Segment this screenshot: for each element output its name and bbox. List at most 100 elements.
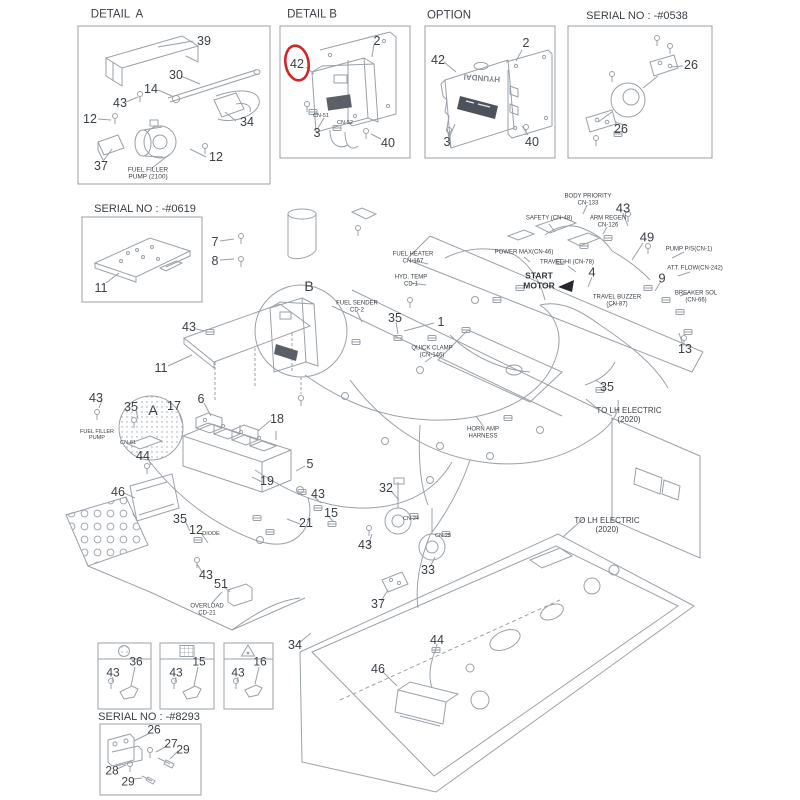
callout-12: 12: [209, 150, 223, 164]
main-diagram-art: [65, 204, 704, 793]
callout-26: 26: [684, 58, 698, 72]
label-cn-51: CN-51: [313, 112, 329, 119]
callout-13: 13: [678, 342, 692, 356]
start-motor-arrow-icon: [558, 280, 574, 292]
callout-4: 4: [588, 264, 596, 280]
callout-19: 19: [260, 474, 274, 488]
callout-35: 35: [173, 512, 187, 526]
callout-43: 43: [615, 200, 631, 216]
callout-7: 7: [211, 235, 219, 249]
callout-43: 43: [113, 96, 127, 110]
callout-43: 43: [106, 665, 120, 680]
warning-triangle-icon: [240, 644, 256, 657]
label-fuel-sender: FUEL SENDER CD-2: [336, 300, 378, 313]
title-serial-0538: SERIAL NO : -#0538: [586, 9, 688, 22]
section-boxes: [77, 25, 713, 796]
callout-27: 27: [164, 736, 178, 751]
label-cn-52: CN-52: [337, 119, 353, 126]
callout-43: 43: [311, 487, 325, 501]
callout-15: 15: [324, 506, 338, 520]
title-serial-8293: SERIAL NO : -#8293: [98, 710, 200, 723]
label-safety: SAFETY (CN-48): [525, 215, 573, 222]
title-detail-a: DETAIL A: [90, 8, 144, 21]
label-travel-buzzer: TRAVEL BUZZER (CN-87): [592, 294, 642, 307]
callout-28: 28: [105, 763, 119, 778]
callout-46: 46: [371, 662, 385, 676]
callout-37: 37: [94, 159, 108, 173]
callout-12: 12: [83, 112, 97, 126]
callout-1: 1: [437, 315, 445, 329]
callout-40: 40: [381, 136, 395, 150]
callout-35: 35: [600, 380, 614, 394]
callout-43: 43: [358, 538, 372, 552]
label-horn-amp-harness: HORN AMP HARNESS: [466, 426, 500, 439]
label-overload: OVERLOAD CD-21: [190, 603, 224, 616]
callout-29: 29: [176, 742, 190, 757]
label-diode: DIODE: [202, 530, 220, 537]
hatch-circle-icon: [118, 645, 130, 657]
callout-46: 46: [111, 485, 125, 499]
label-fuel-heater: FUEL HEATER CN-167: [392, 251, 434, 264]
callout-26: 26: [147, 722, 161, 737]
callout-26: 26: [614, 122, 628, 136]
label-cn-24: CN-24: [403, 515, 419, 522]
callout-44: 44: [136, 449, 150, 463]
label-hyundai-logo: HYUNDAI: [463, 72, 501, 84]
callout-6: 6: [197, 392, 205, 406]
callout-18: 18: [270, 412, 284, 426]
label-cn-61: CN-61: [120, 439, 136, 446]
label-hyd-temp: HYD. TEMP CD-1: [394, 274, 428, 287]
callout-letter-b: B: [304, 278, 314, 295]
red-highlight-circle: [283, 44, 311, 82]
callout-43: 43: [89, 391, 103, 405]
callout-14: 14: [144, 82, 158, 96]
label-body-priority: BODY PRIORITY CN-133: [564, 193, 612, 206]
callout-39: 39: [197, 34, 211, 48]
label-fuel-filler-pump-2100: FUEL FILLER PUMP (2100): [127, 166, 169, 181]
serial-0619-art: [93, 233, 244, 284]
callout-42: 42: [431, 53, 445, 67]
callout-2: 2: [373, 34, 381, 48]
callout-29: 29: [121, 774, 135, 789]
callout-11: 11: [154, 361, 168, 375]
label-fuel-filler-pump: FUEL FILLER PUMP: [79, 428, 115, 441]
callout-34: 34: [288, 638, 302, 652]
callout-3: 3: [443, 135, 451, 149]
callout-43: 43: [169, 665, 183, 680]
callout-3: 3: [313, 126, 321, 140]
callout-43: 43: [182, 320, 196, 334]
label-power-max: POWER MAX(CN-46): [494, 249, 554, 256]
label-to-lh-electric-upper: TO LH ELECTRIC (2020): [596, 406, 662, 424]
detail-b-art: [283, 31, 397, 149]
grid-icon: [179, 645, 195, 657]
callout-2: 2: [522, 36, 530, 50]
callout-37: 37: [371, 597, 385, 611]
detail-a-art: [97, 35, 261, 169]
callout-8: 8: [211, 254, 219, 268]
label-pump-ps: PUMP P/S(CN-1): [665, 246, 713, 253]
label-breaker-sol: BREAKER SOL (CN-66): [674, 290, 718, 303]
serial-0538-art: [585, 35, 684, 147]
callout-5: 5: [306, 457, 314, 471]
title-detail-b: DETAIL B: [287, 8, 337, 21]
label-arm-regen: ARM REGEN CN-126: [589, 215, 627, 228]
callout-9: 9: [658, 270, 666, 286]
callout-15: 15: [192, 654, 206, 669]
label-to-lh-electric-lower: TO LH ELECTRIC (2020): [574, 516, 640, 534]
callout-51: 51: [214, 577, 228, 591]
callout-44: 44: [430, 633, 444, 647]
callout-17: 17: [167, 399, 181, 413]
callout-43: 43: [199, 568, 213, 582]
callout-21: 21: [299, 516, 313, 530]
title-option: OPTION: [426, 9, 472, 22]
label-quick-clamp: QUICK CLAMP (CN-146): [411, 345, 453, 358]
callout-33: 33: [421, 563, 435, 577]
title-serial-0619: SERIAL NO : -#0619: [94, 202, 196, 215]
callout-36: 36: [129, 654, 143, 669]
callout-40: 40: [525, 135, 539, 149]
callout-30: 30: [169, 68, 183, 82]
label-start-motor: START MOTOR: [523, 270, 555, 290]
